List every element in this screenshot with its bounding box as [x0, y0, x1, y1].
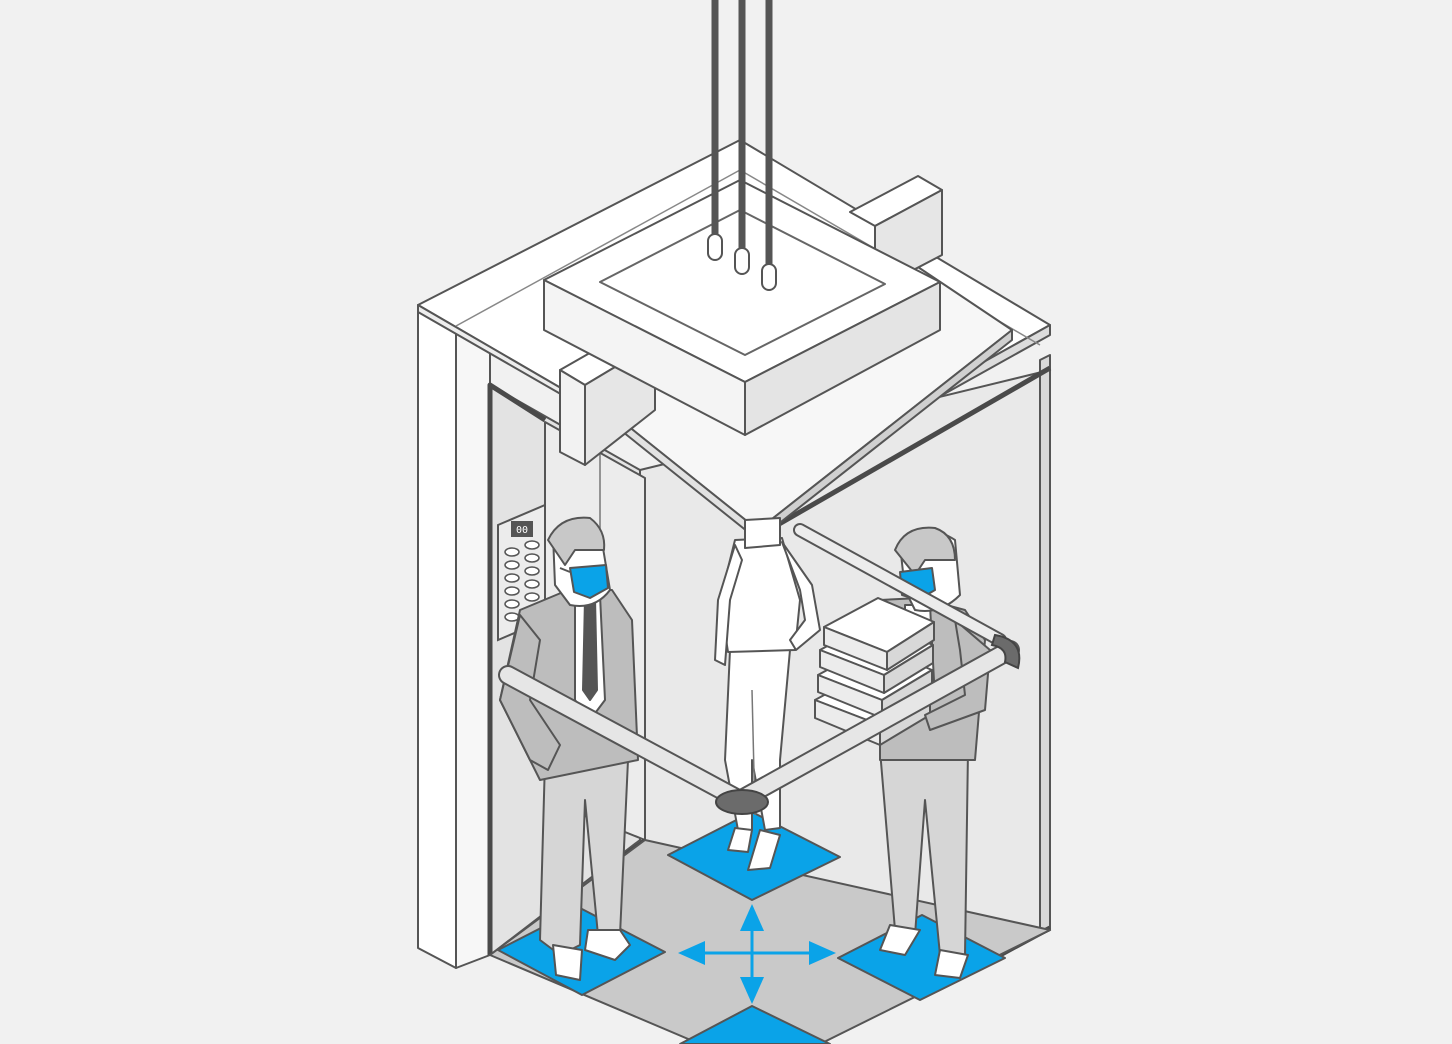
cable-icon: [708, 0, 776, 290]
panel-display-text: 00: [516, 525, 528, 536]
